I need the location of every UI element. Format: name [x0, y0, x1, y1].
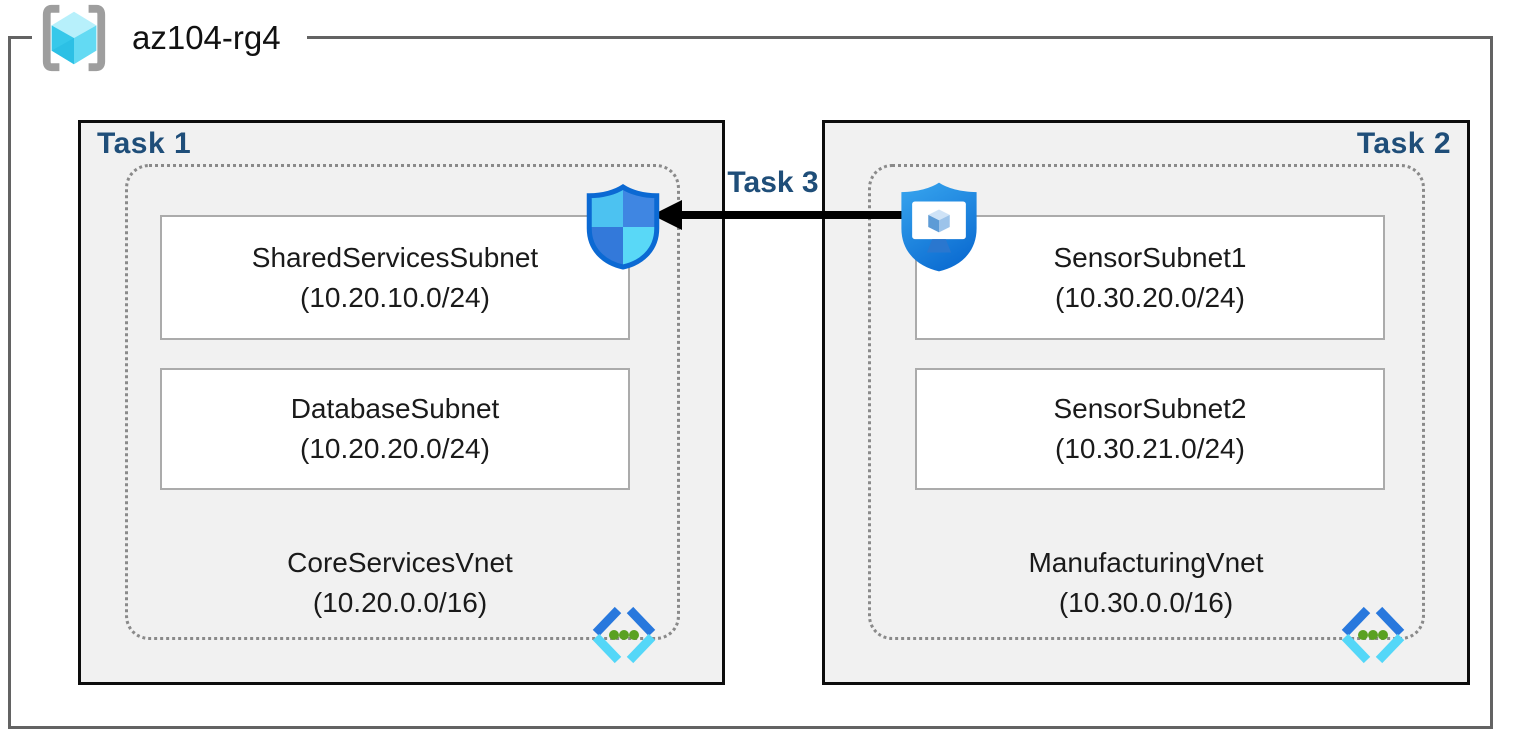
task3-label: Task 3: [727, 166, 819, 199]
task3-arrow: [652, 200, 942, 230]
resource-group-boundary: [8, 36, 1493, 729]
subnet-cidr: (10.20.10.0/24): [300, 281, 490, 313]
subnet-box-sensor1: SensorSubnet1 (10.30.20.0/24): [915, 215, 1385, 340]
resource-group-name: az104-rg4: [132, 19, 281, 56]
virtual-network-icon: [1337, 604, 1409, 671]
vnet2-boundary: [868, 164, 1425, 640]
subnet-name: DatabaseSubnet: [290, 393, 500, 424]
network-security-group-shield-icon: [583, 183, 663, 276]
vnet-cidr: (10.30.0.0/16): [1058, 587, 1234, 618]
subnet-name: SensorSubnet1: [1053, 241, 1247, 273]
subnet-name: SharedServicesSubnet: [251, 241, 539, 273]
vnet2-label: ManufacturingVnet (10.30.0.0/16): [926, 543, 1366, 623]
task1-label: Task 1: [97, 127, 192, 160]
bastion-shield-monitor-icon: [895, 180, 983, 279]
subnet-cidr: (10.20.20.0/24): [300, 433, 490, 464]
vnet1-label: CoreServicesVnet (10.20.0.0/16): [180, 543, 620, 623]
vnet-name: CoreServicesVnet: [287, 547, 513, 578]
subnet-box-database: DatabaseSubnet (10.20.20.0/24): [160, 368, 630, 490]
resource-group-header: az104-rg4: [32, 0, 307, 76]
vnet1-boundary: [125, 164, 680, 640]
subnet-box-sensor2: SensorSubnet2 (10.30.21.0/24): [915, 368, 1385, 490]
subnet-box-sharedservices: SharedServicesSubnet (10.20.10.0/24): [160, 215, 630, 340]
vnet-name: ManufacturingVnet: [1028, 547, 1264, 578]
resource-group-icon: [36, 2, 112, 74]
task2-label: Task 2: [1356, 127, 1451, 160]
subnet-name: SensorSubnet2: [1053, 393, 1247, 424]
virtual-network-icon: [588, 604, 660, 671]
subnet-cidr: (10.30.21.0/24): [1055, 433, 1245, 464]
vnet-cidr: (10.20.0.0/16): [312, 587, 488, 618]
subnet-cidr: (10.30.20.0/24): [1055, 281, 1245, 313]
